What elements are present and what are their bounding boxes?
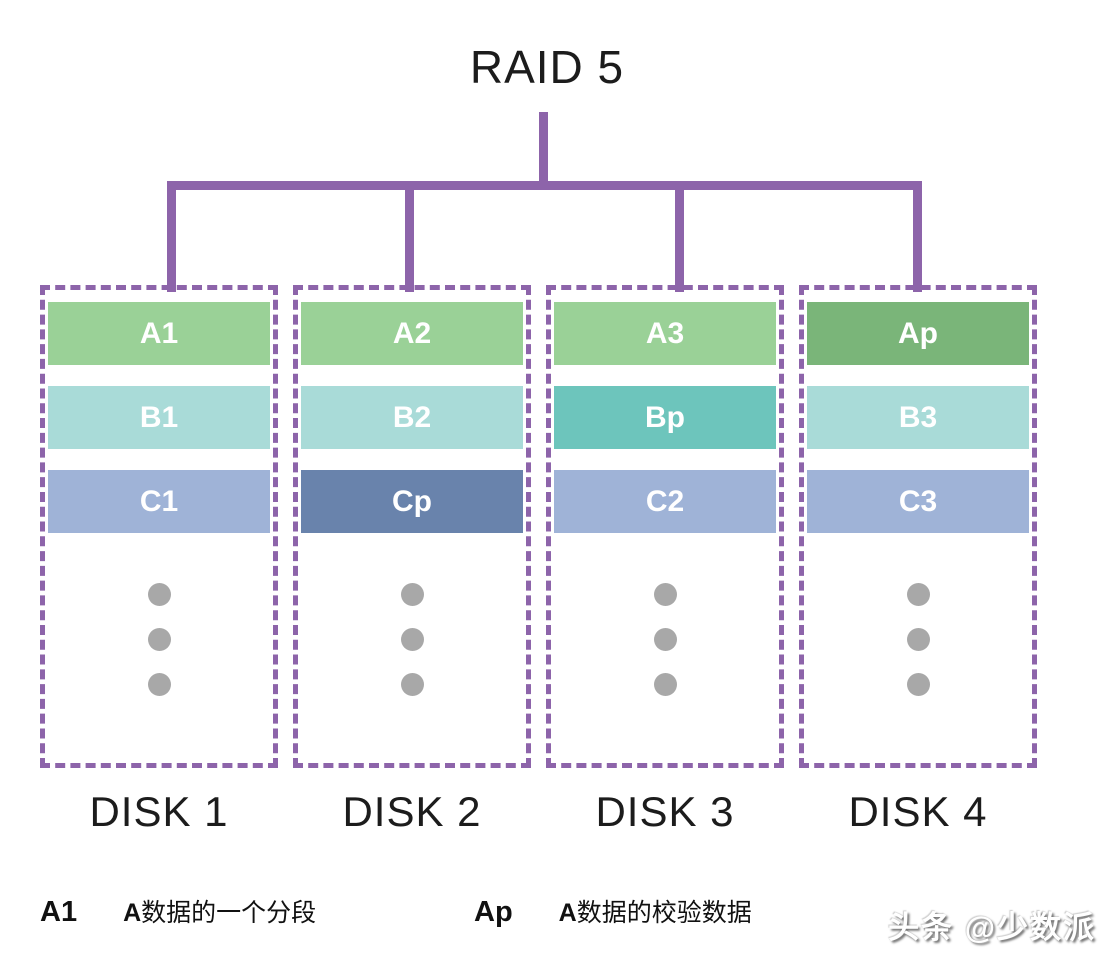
stripe-block-a1: A1 xyxy=(48,302,270,365)
legend-desc-ap: A数据的校验数据 xyxy=(559,893,752,929)
disk1-label: DISK 1 xyxy=(89,788,229,835)
tree-horizontal-line xyxy=(167,181,922,190)
stripe-block-ap: Ap xyxy=(807,302,1029,365)
stripe-block-b1: B1 xyxy=(48,386,270,449)
ellipsis-dots xyxy=(551,583,779,696)
disk3-label: DISK 3 xyxy=(595,788,735,835)
ellipsis-dots xyxy=(298,583,526,696)
ellipsis-dots xyxy=(804,583,1032,696)
ellipsis-dot xyxy=(147,583,171,606)
legend-item-data-segment: A1 A数据的一个分段 xyxy=(40,893,316,929)
legend-desc-a1: A数据的一个分段 xyxy=(123,893,316,929)
stripe-block-bp: Bp xyxy=(554,386,776,449)
ellipsis-dot xyxy=(653,673,677,696)
legend-item-parity-data: Ap A数据的校验数据 xyxy=(474,893,752,929)
tree-drop-disk1 xyxy=(167,181,176,292)
legend-desc-bold: A xyxy=(558,899,577,927)
ellipsis-dot xyxy=(400,628,424,651)
ellipsis-dot xyxy=(653,628,677,651)
legend-key-a1: A1 xyxy=(40,896,78,928)
ellipsis-dot xyxy=(400,583,424,606)
diagram-title: RAID 5 xyxy=(469,41,625,93)
stripe-block-c2: C2 xyxy=(554,470,776,533)
disk4-box: Ap B3 C3 xyxy=(799,285,1037,768)
tree-drop-disk2 xyxy=(405,181,414,292)
stripe-block-c1: C1 xyxy=(48,470,270,533)
stripe-block-cp: Cp xyxy=(301,470,523,533)
stripe-block-a3: A3 xyxy=(554,302,776,365)
watermark-toutiao: 头条 @少数派 xyxy=(888,910,1096,945)
disk3-box: A3 Bp C2 xyxy=(546,285,784,768)
stripe-block-b3: B3 xyxy=(807,386,1029,449)
ellipsis-dot xyxy=(147,628,171,651)
disk2-label: DISK 2 xyxy=(342,788,482,835)
stripe-block-c3: C3 xyxy=(807,470,1029,533)
disk2-box: A2 B2 Cp xyxy=(293,285,531,768)
ellipsis-dot xyxy=(906,628,930,651)
disk1-box: A1 B1 C1 xyxy=(40,285,278,768)
legend-desc-rest: 数据的一个分段 xyxy=(141,899,317,927)
legend-desc-rest: 数据的校验数据 xyxy=(576,899,752,927)
ellipsis-dot xyxy=(906,583,930,606)
tree-drop-disk3 xyxy=(675,181,684,292)
stripe-block-b2: B2 xyxy=(301,386,523,449)
ellipsis-dot xyxy=(653,583,677,606)
legend-key-ap: Ap xyxy=(474,896,513,928)
ellipsis-dot xyxy=(906,673,930,696)
ellipsis-dots xyxy=(45,583,273,696)
stripe-block-a2: A2 xyxy=(301,302,523,365)
tree-drop-disk4 xyxy=(913,181,922,292)
legend-desc-bold: A xyxy=(123,899,142,927)
tree-stem-line xyxy=(539,112,548,186)
ellipsis-dot xyxy=(400,673,424,696)
ellipsis-dot xyxy=(147,673,171,696)
disk4-label: DISK 4 xyxy=(848,788,988,835)
